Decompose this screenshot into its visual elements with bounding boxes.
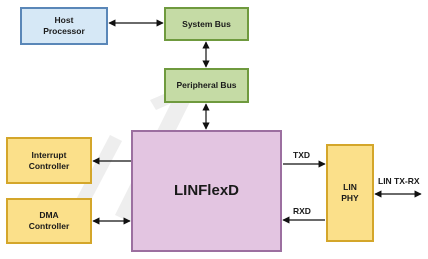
interrupt-controller-block: Interrupt Controller <box>6 137 92 184</box>
dma-controller-block: DMA Controller <box>6 198 92 244</box>
rxd-label: RXD <box>293 206 311 216</box>
system-bus-block: System Bus <box>164 7 249 41</box>
linflexd-block: LINFlexD <box>131 130 282 252</box>
host-processor-block: Host Processor <box>20 7 108 45</box>
txd-label: TXD <box>293 150 310 160</box>
peripheral-bus-block: Peripheral Bus <box>164 68 249 103</box>
lin-phy-block: LIN PHY <box>326 144 374 242</box>
lin-txrx-label: LIN TX-RX <box>378 176 420 186</box>
